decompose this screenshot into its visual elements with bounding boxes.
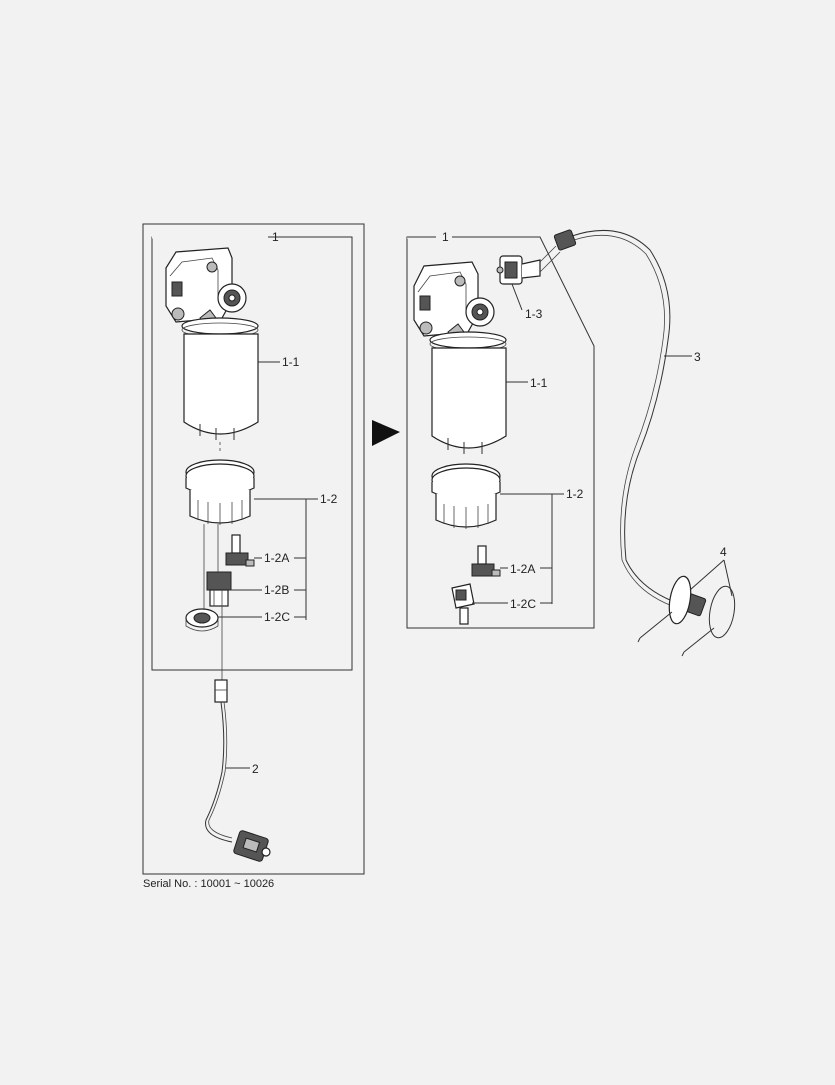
left-callout-1-2b: 1-2B [264,583,289,597]
right-collar-ring [431,463,501,529]
right-filter-head [413,261,507,352]
left-callout-1-2c: 1-2C [264,610,290,624]
right-callout-1-2c: 1-2C [510,597,536,611]
left-sensor [225,534,255,567]
left-outer-frame [142,223,365,875]
left-callout-1-2: 1-2 [320,492,338,506]
left-callout-1: 1 [272,230,279,244]
left-callout-1-1: 1-1 [282,355,300,369]
left-assembly: 1 1-1 [142,223,365,875]
right-callout-1-1: 1-1 [530,376,548,390]
right-heater-cable [553,229,681,609]
left-plug [185,608,219,632]
right-filter-bowl [431,347,507,454]
left-wire-harness [205,679,271,862]
right-sensor [471,545,501,577]
left-filter-head [165,247,259,338]
right-callout-3: 3 [694,350,701,364]
left-drain-valve [206,571,232,607]
right-heater-connector [496,245,561,285]
right-cable-ties [637,575,736,657]
left-callout-1-2a: 1-2A [264,551,289,565]
right-triangle-arrow-icon [372,420,400,446]
right-callout-4: 4 [720,545,727,559]
right-assembly: 1 1-3 [406,229,736,657]
right-plug [451,583,475,625]
left-filter-bowl [183,333,259,440]
left-callout-2: 2 [252,762,259,776]
right-callout-1-2: 1-2 [566,487,584,501]
right-callout-1-3: 1-3 [525,307,543,321]
left-collar-ring [185,459,255,525]
serial-number-range: Serial No. : 10001 ~ 10026 [143,878,275,890]
right-callout-1: 1 [442,230,449,244]
right-callout-1-2a: 1-2A [510,562,535,576]
